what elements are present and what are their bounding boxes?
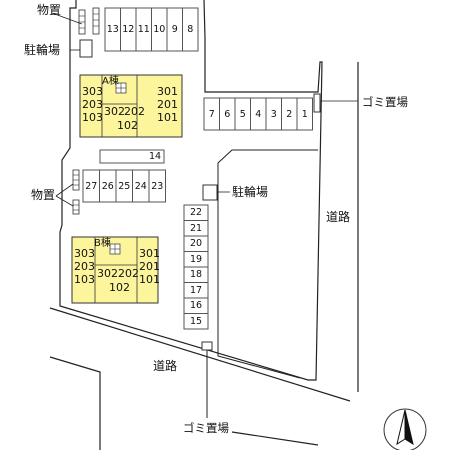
- parking-space-label: 6: [224, 108, 231, 120]
- parking-space-label: 11: [137, 24, 150, 35]
- b-unit-301: 301: [139, 247, 160, 260]
- inner-area-line: [217, 149, 318, 379]
- parking-space-label: 16: [189, 300, 203, 312]
- garbage-station-right-icon: [313, 93, 321, 113]
- storage-top-leader: [51, 12, 83, 25]
- b-unit-302: 302: [97, 267, 118, 280]
- parking-space-label: 2: [286, 108, 293, 120]
- b-unit-202: 202: [118, 267, 139, 280]
- parking-space-label: 5: [239, 108, 246, 120]
- parking-space-label: 22: [189, 207, 203, 219]
- storage-label-mid: 物置: [31, 188, 56, 202]
- building-a-name: A棟: [102, 76, 119, 87]
- parking-space-label: 1: [301, 108, 308, 120]
- a-unit-301: 301: [157, 85, 178, 98]
- road-edge-lower: [49, 356, 101, 450]
- parking-space-label: 8: [187, 24, 194, 35]
- a-unit-101: 101: [157, 111, 178, 124]
- parking-mid-row: [82, 169, 166, 203]
- parking-space-8: [182, 7, 199, 52]
- parking-space-23: [148, 169, 166, 203]
- parking-space-label: 13: [106, 24, 119, 35]
- storage-mid-leader-2: [55, 195, 74, 207]
- b-unit-203: 203: [74, 260, 95, 273]
- road-edge-south: [49, 307, 351, 402]
- parking-space-label: 9: [171, 24, 178, 35]
- road-label-east: 道路: [326, 210, 351, 224]
- a-unit-303: 303: [82, 85, 103, 98]
- bicycle-parking-label-top: 駐輪場: [24, 43, 61, 57]
- garbage-label-bottom: ゴミ置場: [183, 421, 229, 435]
- parking-space-label: 26: [101, 180, 114, 192]
- garbage-station-bottom-icon: [201, 341, 213, 351]
- b-unit-102: 102: [109, 281, 130, 294]
- parking-space-14: [99, 149, 165, 164]
- storage-label-top: 物置: [37, 3, 62, 17]
- north-arrow-icon: [383, 408, 427, 450]
- building-b-name: B棟: [94, 238, 111, 249]
- parking-space-label: 27: [85, 180, 98, 192]
- a-unit-103: 103: [82, 111, 103, 124]
- parking-space-label: 17: [189, 284, 203, 296]
- storage-mid-leader-1: [55, 183, 74, 197]
- parking-right-row: [203, 97, 313, 131]
- parking-space-label: 18: [189, 269, 203, 281]
- parking-space-label: 3: [270, 108, 277, 120]
- a-unit-102: 102: [117, 119, 138, 132]
- road-label-south: 道路: [153, 359, 178, 373]
- b-unit-201: 201: [139, 260, 160, 273]
- parking-space-label: 10: [153, 24, 166, 35]
- parking-space-label: 21: [189, 222, 203, 234]
- parking-space-label: 19: [189, 253, 203, 265]
- parking-space-label: 23: [151, 180, 164, 192]
- road-edge-lower-right: [231, 431, 319, 446]
- parking-space-label: 4: [255, 108, 262, 120]
- parking-space-label: 20: [189, 238, 203, 250]
- a-unit-201: 201: [157, 98, 178, 111]
- bicycle-parking-mid-icon: [202, 184, 218, 201]
- building-a: [79, 74, 183, 138]
- a-unit-302: 302: [104, 105, 125, 118]
- b-unit-103: 103: [74, 273, 95, 286]
- a-unit-202: 202: [124, 105, 145, 118]
- parking-space-14-label: 14: [148, 151, 162, 162]
- storage-mid-icon: [72, 169, 80, 215]
- parking-column: [183, 204, 209, 330]
- site-boundary: [59, 0, 323, 381]
- parking-space-label: 15: [189, 315, 203, 327]
- parking-space-1: [296, 97, 313, 131]
- parking-space-label: 12: [122, 24, 135, 35]
- parking-space-15: [183, 313, 209, 330]
- storage-top-icon: [78, 7, 100, 35]
- bicycle-parking-label-mid: 駐輪場: [232, 185, 269, 199]
- parking-top-row: [104, 7, 199, 52]
- b-unit-101: 101: [139, 273, 160, 286]
- building-b: [71, 236, 159, 304]
- parking-space-label: 25: [118, 180, 131, 192]
- parking-space-label: 7: [208, 108, 215, 120]
- a-unit-203: 203: [82, 98, 103, 111]
- bicycle-parking-top-icon: [79, 39, 93, 58]
- garbage-label-right: ゴミ置場: [362, 95, 408, 109]
- b-unit-303: 303: [74, 247, 95, 260]
- parking-space-label: 24: [134, 180, 147, 192]
